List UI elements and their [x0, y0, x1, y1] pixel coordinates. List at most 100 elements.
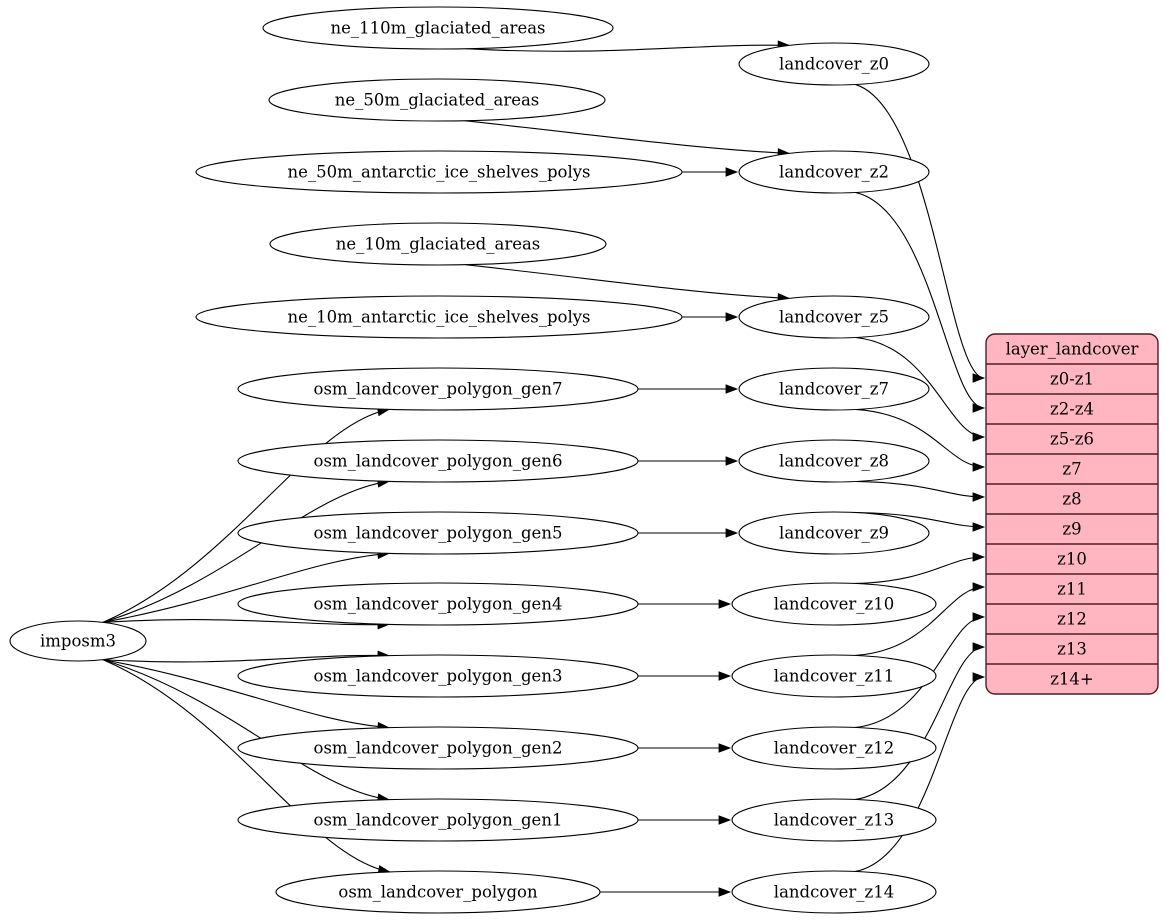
- edge-landcover_z7-to-z7: [855, 408, 985, 468]
- node-ne_10m_antarctic_ice_shelves_polys[interactable]: ne_10m_antarctic_ice_shelves_polys: [195, 295, 683, 339]
- edge-arrowhead: [718, 743, 732, 753]
- node-landcover_z5[interactable]: landcover_z5: [738, 295, 930, 339]
- node-ne_110m_glaciated_areas[interactable]: ne_110m_glaciated_areas: [262, 6, 614, 50]
- nodes-layer: imposm3 ne_110m_glaciated_areas ne_50m_gla…: [9, 6, 937, 914]
- node-label: landcover_z10: [774, 595, 894, 614]
- node-ne_50m_antarctic_ice_shelves_polys[interactable]: ne_50m_antarctic_ice_shelves_polys: [195, 150, 683, 194]
- node-osm_landcover_polygon_gen3[interactable]: osm_landcover_polygon_gen3: [237, 654, 639, 698]
- table-row-z9[interactable]: z9: [986, 514, 1158, 544]
- node-label: ne_50m_glaciated_areas: [335, 91, 540, 110]
- node-label: osm_landcover_polygon_gen2: [314, 739, 563, 758]
- node-shape: [268, 78, 606, 122]
- edge-imposm3-to-osm_landcover_polygon_gen5: [102, 552, 389, 623]
- node-label: osm_landcover_polygon_gen5: [314, 524, 563, 543]
- edge-landcover_z11-to-z11: [855, 586, 985, 657]
- node-label: osm_landcover_polygon: [338, 883, 538, 902]
- node-shape: [731, 654, 937, 698]
- node-landcover_z12[interactable]: landcover_z12: [731, 726, 937, 770]
- node-osm_landcover_polygon_gen6[interactable]: osm_landcover_polygon_gen6: [237, 439, 639, 483]
- node-label: landcover_z11: [774, 667, 894, 686]
- edge-arrowhead: [718, 599, 732, 609]
- edge-arrowhead: [725, 456, 739, 466]
- table-header-label: layer_landcover: [1006, 340, 1139, 359]
- edge-ne_110m_glaciated_areas-to-landcover_z0: [465, 44, 790, 52]
- node-label: landcover_z5: [779, 308, 889, 327]
- node-shape: [9, 620, 147, 662]
- edge-arrowhead: [725, 384, 739, 394]
- node-imposm3[interactable]: imposm3: [9, 620, 147, 662]
- node-landcover_z7[interactable]: landcover_z7: [738, 367, 930, 411]
- node-shape: [237, 654, 639, 698]
- node-ne_10m_glaciated_areas[interactable]: ne_10m_glaciated_areas: [269, 222, 607, 266]
- node-shape: [738, 439, 930, 483]
- node-label: ne_110m_glaciated_areas: [330, 19, 545, 38]
- node-shape: [237, 367, 639, 411]
- table-row-z7[interactable]: z7: [986, 454, 1158, 484]
- node-shape: [195, 150, 683, 194]
- table-row-label: z14+: [1050, 670, 1094, 689]
- edge-arrowhead: [718, 671, 732, 681]
- node-landcover_z2[interactable]: landcover_z2: [738, 150, 930, 194]
- node-osm_landcover_polygon_gen7[interactable]: osm_landcover_polygon_gen7: [237, 367, 639, 411]
- table-row-z0-z1[interactable]: z0-z1: [986, 364, 1158, 394]
- edge-arrowhead: [718, 887, 732, 897]
- node-osm_landcover_polygon_gen1[interactable]: osm_landcover_polygon_gen1: [237, 798, 639, 842]
- node-label: osm_landcover_polygon_gen1: [314, 811, 563, 830]
- node-label: landcover_z14: [774, 883, 894, 902]
- table-row-z12[interactable]: z12: [986, 604, 1158, 634]
- edge-ne_10m_glaciated_areas-to-landcover_z5: [465, 264, 790, 299]
- node-ne_50m_glaciated_areas[interactable]: ne_50m_glaciated_areas: [268, 78, 606, 122]
- table-row-label: z7: [1062, 460, 1081, 479]
- edge-landcover_z2-to-z2-z4: [855, 191, 985, 409]
- node-shape: [275, 870, 601, 914]
- node-label: ne_10m_antarctic_ice_shelves_polys: [287, 308, 590, 327]
- table-row-label: z2-z4: [1050, 400, 1094, 419]
- edge-imposm3-to-osm_landcover_polygon: [102, 659, 390, 873]
- node-osm_landcover_polygon_gen4[interactable]: osm_landcover_polygon_gen4: [237, 582, 639, 626]
- edge-imposm3-to-osm_landcover_polygon_gen3: [102, 654, 389, 663]
- table-row-z5-z6[interactable]: z5-z6: [986, 424, 1158, 454]
- node-shape: [738, 42, 930, 86]
- table-row-z10[interactable]: z10: [986, 544, 1158, 574]
- node-landcover_z8[interactable]: landcover_z8: [738, 439, 930, 483]
- node-osm_landcover_polygon[interactable]: osm_landcover_polygon: [275, 870, 601, 914]
- table-row-z14+[interactable]: z14+: [986, 664, 1158, 694]
- node-label: ne_50m_antarctic_ice_shelves_polys: [287, 163, 590, 182]
- node-landcover_z13[interactable]: landcover_z13: [731, 798, 937, 842]
- edge-arrowhead: [972, 672, 986, 682]
- edge-landcover_z13-to-z13: [855, 646, 985, 801]
- node-landcover_z14[interactable]: landcover_z14: [731, 870, 937, 914]
- edge-landcover_z8-to-z8: [855, 480, 985, 498]
- node-landcover_z11[interactable]: landcover_z11: [731, 654, 937, 698]
- node-landcover_z10[interactable]: landcover_z10: [731, 582, 937, 626]
- node-landcover_z0[interactable]: landcover_z0: [738, 42, 930, 86]
- table-row-z2-z4[interactable]: z2-z4: [986, 394, 1158, 424]
- node-osm_landcover_polygon_gen2[interactable]: osm_landcover_polygon_gen2: [237, 726, 639, 770]
- edge-ne_50m_glaciated_areas-to-landcover_z2: [464, 120, 790, 154]
- node-label: osm_landcover_polygon_gen6: [314, 452, 563, 471]
- table-row-z13[interactable]: z13: [986, 634, 1158, 664]
- node-shape: [738, 367, 930, 411]
- node-label: landcover_z13: [774, 811, 894, 830]
- node-osm_landcover_polygon_gen5[interactable]: osm_landcover_polygon_gen5: [237, 511, 639, 555]
- table-row-label: z11: [1057, 580, 1087, 599]
- edge-arrowhead: [972, 432, 986, 442]
- table-row-z8[interactable]: z8: [986, 484, 1158, 514]
- edge-arrowhead: [725, 167, 739, 177]
- table-row-label: z9: [1062, 520, 1081, 539]
- node-shape: [262, 6, 614, 50]
- node-shape: [738, 511, 930, 555]
- edge-landcover_z0-to-z0-z1: [855, 83, 985, 379]
- node-label: osm_landcover_polygon_gen3: [314, 667, 563, 686]
- node-landcover_z9[interactable]: landcover_z9: [738, 511, 930, 555]
- node-shape: [237, 726, 639, 770]
- node-shape: [237, 798, 639, 842]
- node-shape: [731, 798, 937, 842]
- edge-arrowhead: [972, 492, 986, 502]
- table-row-z11[interactable]: z11: [986, 574, 1158, 604]
- table-row-label: z0-z1: [1050, 370, 1094, 389]
- node-shape: [738, 295, 930, 339]
- edge-landcover_z14-to-z14+: [855, 676, 985, 873]
- edge-imposm3-to-osm_landcover_polygon_gen2: [102, 659, 389, 729]
